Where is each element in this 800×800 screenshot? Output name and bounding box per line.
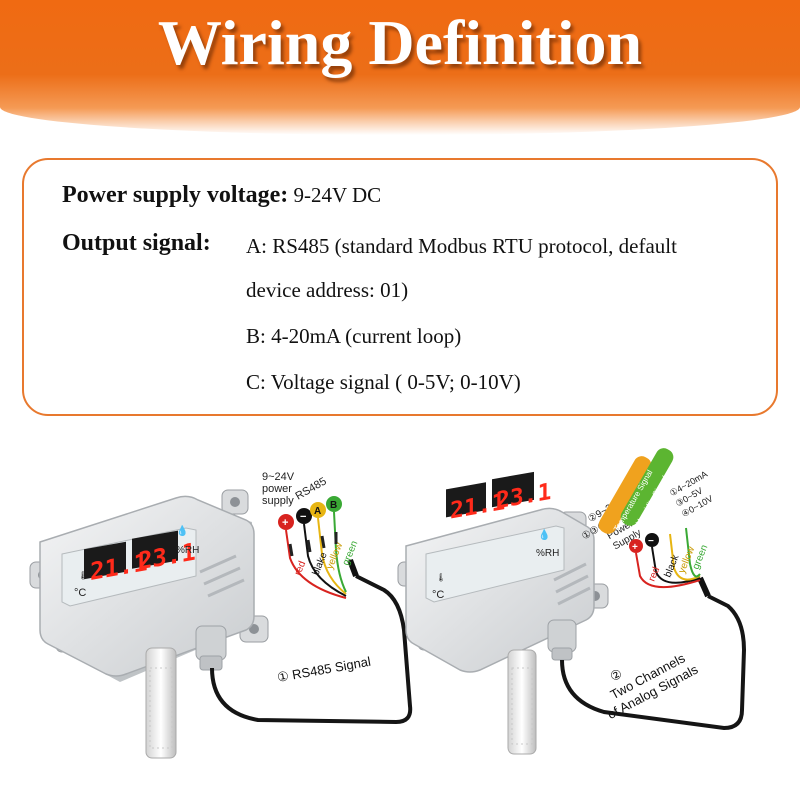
droplet-icon: 💧: [176, 524, 188, 537]
device1-hum-unit: %RH: [176, 545, 199, 556]
device2-terminals: [629, 527, 701, 589]
power-supply-line: Power supply voltage: 9-24V DC: [62, 182, 381, 209]
wiring-diagram: 🌡 °C 21.1 23.1 💧 %RH 9~24V power supply …: [0, 430, 800, 800]
output-b-line: B: 4-20mA (current loop): [246, 324, 462, 348]
device1-power-label-2: power: [262, 483, 292, 495]
device2-signal-list: ①4~20mA ③0~5V ④0~10V: [668, 469, 715, 519]
device1-wire-green: green: [341, 539, 361, 567]
output-c-line: C: Voltage signal ( 0-5V; 0-10V): [246, 370, 521, 394]
droplet-icon-2: 💧: [538, 528, 550, 541]
device-2: [397, 471, 747, 755]
device1-rs485-label: RS485: [294, 475, 329, 502]
device1-term-b: B: [330, 500, 337, 511]
device2-caption-group: ② Two Channels of Analog Signals: [605, 650, 701, 722]
device2-hum-unit: %RH: [536, 548, 559, 559]
output-a-line2: device address: 01): [246, 278, 409, 302]
device2-wire-red: red: [647, 566, 663, 584]
device2-temp-unit: °C: [432, 589, 444, 601]
device1-term-plus: +: [282, 517, 288, 529]
wiring-illustration: 🌡 °C 21.1 23.1 💧 %RH 9~24V power supply …: [29, 448, 747, 759]
device2-wire-green: green: [691, 543, 711, 571]
power-supply-value: 9-24V DC: [293, 183, 382, 207]
spec-box: Power supply voltage: 9-24V DC Output si…: [22, 158, 778, 416]
page-title: Wiring Definition: [157, 7, 643, 78]
device1-temp-unit: °C: [74, 587, 86, 599]
power-supply-key: Power supply voltage:: [62, 182, 289, 208]
device2-term-minus: −: [648, 536, 654, 547]
thermometer-icon: 🌡: [78, 571, 88, 580]
device2-signal-bands: [598, 448, 674, 534]
device1-power-label-1: 9~24V: [262, 471, 295, 483]
output-signal-key: Output signal:: [62, 230, 211, 256]
device1-wire-red: red: [293, 560, 309, 578]
output-a-line1: A: RS485 (standard Modbus RTU protocol, …: [246, 234, 677, 258]
device1-term-minus: −: [300, 511, 306, 523]
thermometer-icon-2: 🌡: [436, 573, 446, 582]
output-signal-line: Output signal:: [62, 230, 211, 257]
device1-power-label-3: supply: [262, 495, 294, 507]
device1-caption: ① RS485 Signal: [276, 654, 372, 685]
device-1: [29, 489, 413, 759]
device2-term-plus: +: [632, 542, 638, 553]
header-banner: Wiring Definition: [0, 0, 800, 135]
device1-terminals: [278, 496, 347, 599]
device1-term-a: A: [314, 506, 321, 517]
